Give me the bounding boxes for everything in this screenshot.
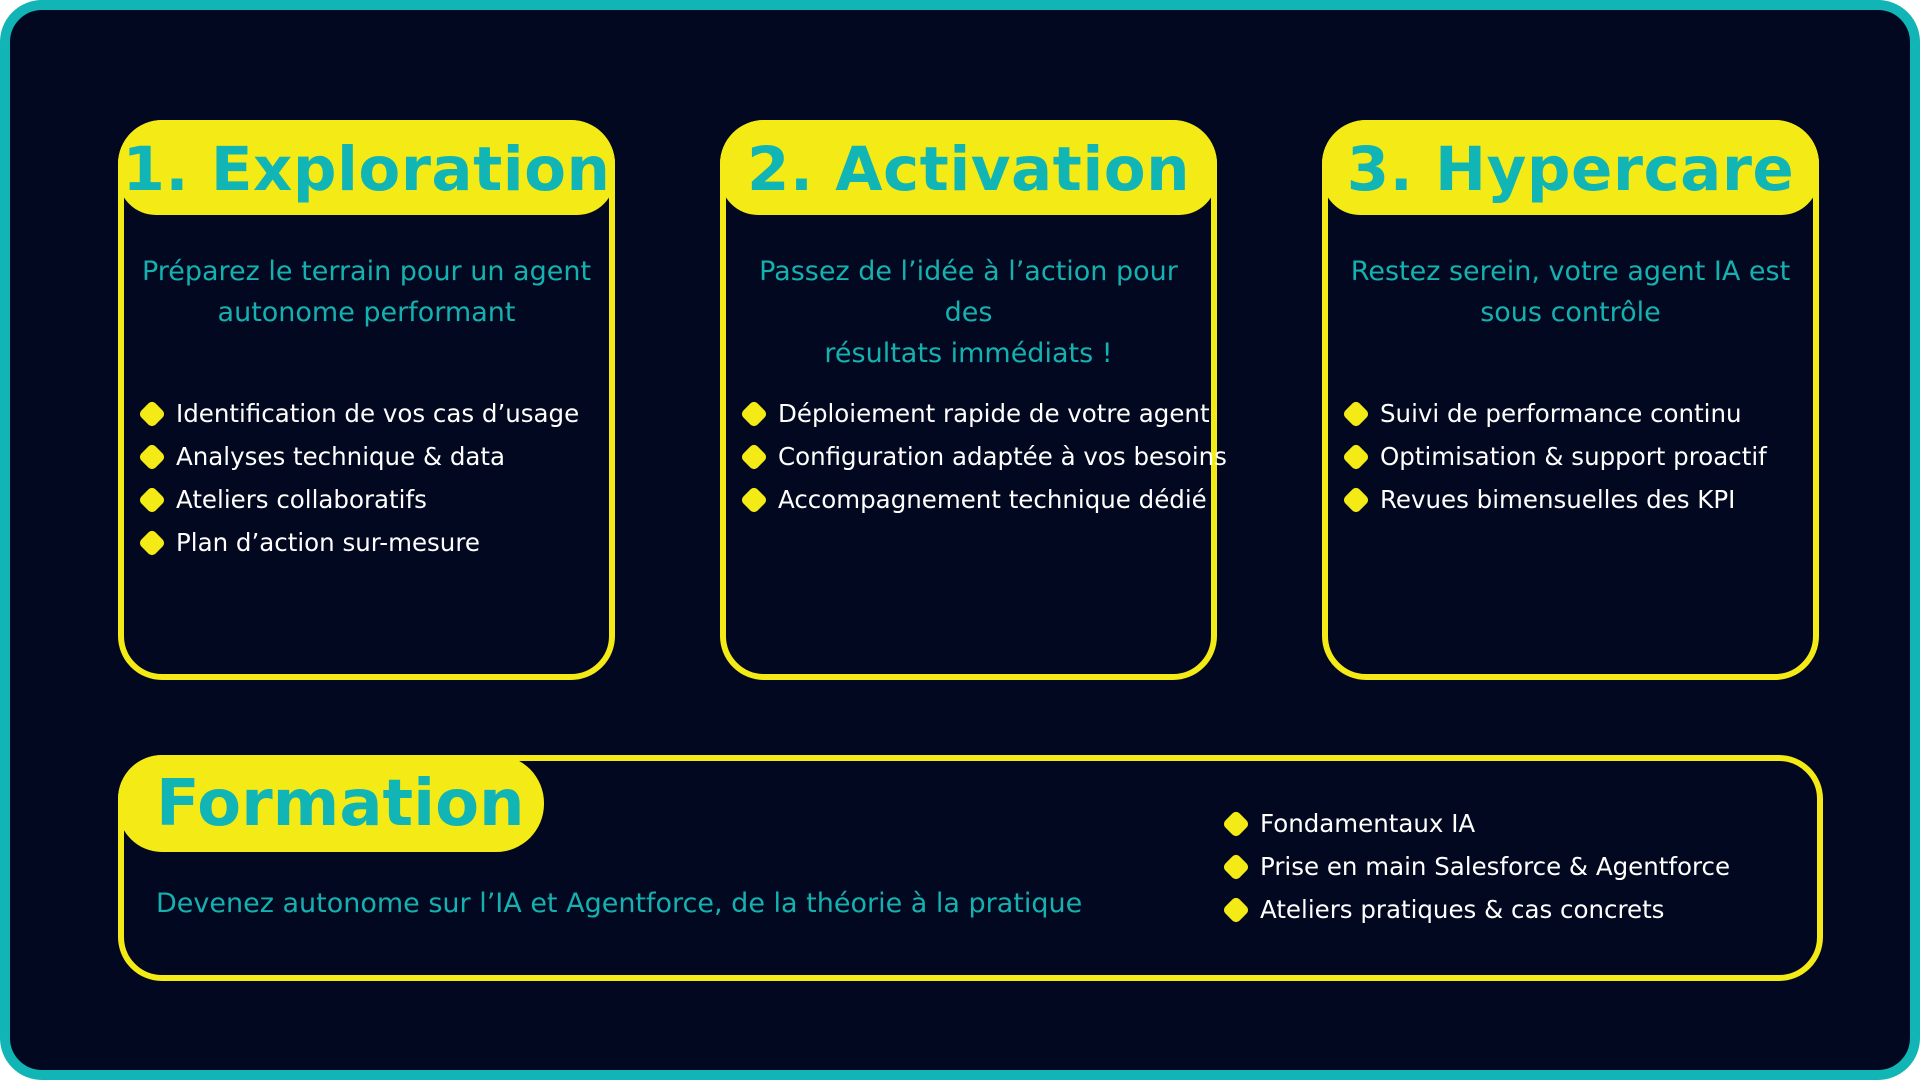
list-item: Fondamentaux IA <box>1221 802 1813 845</box>
card-formation: Formation Devenez autonome sur l’IA et A… <box>118 755 1823 981</box>
card-hypercare: 3. Hypercare Restez serein, votre agent … <box>1322 120 1819 680</box>
formation-subtitle: Devenez autonome sur l’IA et Agentforce,… <box>156 888 1083 919</box>
card-header: 2. Activation <box>720 120 1217 215</box>
bullet-list: Identification de vos cas d’usage Analys… <box>137 392 605 564</box>
list-item-text: Optimisation & support proactif <box>1380 442 1767 471</box>
list-item-text: Prise en main Salesforce & Agentforce <box>1260 852 1731 881</box>
list-item: Plan d’action sur-mesure <box>137 521 605 564</box>
list-item-text: Suivi de performance continu <box>1380 399 1742 428</box>
diamond-bullet-icon <box>739 399 769 428</box>
diamond-bullet-icon <box>1341 399 1371 428</box>
formation-title: Formation <box>156 766 525 841</box>
list-item-text: Configuration adaptée à vos besoins <box>778 442 1227 471</box>
list-item-text: Déploiement rapide de votre agent <box>778 399 1210 428</box>
diamond-bullet-icon <box>137 528 167 557</box>
card-subtitle-line: Restez serein, votre agent IA est <box>1350 256 1791 287</box>
diamond-bullet-icon <box>1341 442 1371 471</box>
diamond-bullet-icon <box>1221 852 1251 881</box>
card-subtitle-line: sous contrôle <box>1480 297 1661 328</box>
bullet-list: Déploiement rapide de votre agent Config… <box>739 392 1227 521</box>
list-item: Suivi de performance continu <box>1341 392 1809 435</box>
bullet-list: Suivi de performance continu Optimisatio… <box>1341 392 1809 521</box>
diamond-bullet-icon <box>137 485 167 514</box>
list-item-text: Plan d’action sur-mesure <box>176 528 480 557</box>
diamond-bullet-icon <box>739 485 769 514</box>
diamond-bullet-icon <box>1341 485 1371 514</box>
card-header: 3. Hypercare <box>1322 120 1819 215</box>
list-item: Prise en main Salesforce & Agentforce <box>1221 845 1813 888</box>
card-subtitle-line: résultats immédiats ! <box>824 338 1113 369</box>
list-item-text: Analyses technique & data <box>176 442 506 471</box>
list-item-text: Fondamentaux IA <box>1260 809 1476 838</box>
diamond-bullet-icon <box>1221 809 1251 838</box>
list-item: Accompagnement technique dédié <box>739 478 1207 521</box>
list-item-text: Accompagnement technique dédié <box>778 485 1207 514</box>
list-item: Déploiement rapide de votre agent <box>739 392 1210 435</box>
list-item: Revues bimensuelles des KPI <box>1341 478 1809 521</box>
card-subtitle: Passez de l’idée à l’action pour des rés… <box>736 251 1201 374</box>
list-item-text: Ateliers pratiques & cas concrets <box>1260 895 1665 924</box>
card-header: 1. Exploration <box>118 120 615 215</box>
card-title: 2. Activation <box>746 134 1191 205</box>
formation-header: Formation <box>118 755 544 852</box>
list-item: Optimisation & support proactif <box>1341 435 1809 478</box>
card-title: 3. Hypercare <box>1346 134 1795 205</box>
list-item: Analyses technique & data <box>137 435 605 478</box>
diamond-bullet-icon <box>1221 895 1251 924</box>
list-item: Configuration adaptée à vos besoins <box>739 435 1227 478</box>
card-exploration: 1. Exploration Préparez le terrain pour … <box>118 120 615 680</box>
card-subtitle-line: autonome performant <box>217 297 516 328</box>
card-subtitle: Restez serein, votre agent IA est sous c… <box>1338 251 1803 333</box>
card-subtitle-line: Passez de l’idée à l’action pour des <box>759 256 1178 328</box>
list-item: Ateliers collaboratifs <box>137 478 605 521</box>
bullet-list: Fondamentaux IA Prise en main Salesforce… <box>1221 802 1813 931</box>
list-item-text: Revues bimensuelles des KPI <box>1380 485 1736 514</box>
card-subtitle-line: Préparez le terrain pour un agent <box>141 256 592 287</box>
list-item: Identification de vos cas d’usage <box>137 392 605 435</box>
card-title: 1. Exploration <box>122 134 611 205</box>
card-subtitle: Préparez le terrain pour un agent autono… <box>134 251 599 333</box>
list-item-text: Ateliers collaboratifs <box>176 485 427 514</box>
diamond-bullet-icon <box>137 442 167 471</box>
list-item-text: Identification de vos cas d’usage <box>176 399 580 428</box>
card-activation: 2. Activation Passez de l’idée à l’actio… <box>720 120 1227 680</box>
diamond-bullet-icon <box>137 399 167 428</box>
diamond-bullet-icon <box>739 442 769 471</box>
list-item: Ateliers pratiques & cas concrets <box>1221 888 1813 931</box>
